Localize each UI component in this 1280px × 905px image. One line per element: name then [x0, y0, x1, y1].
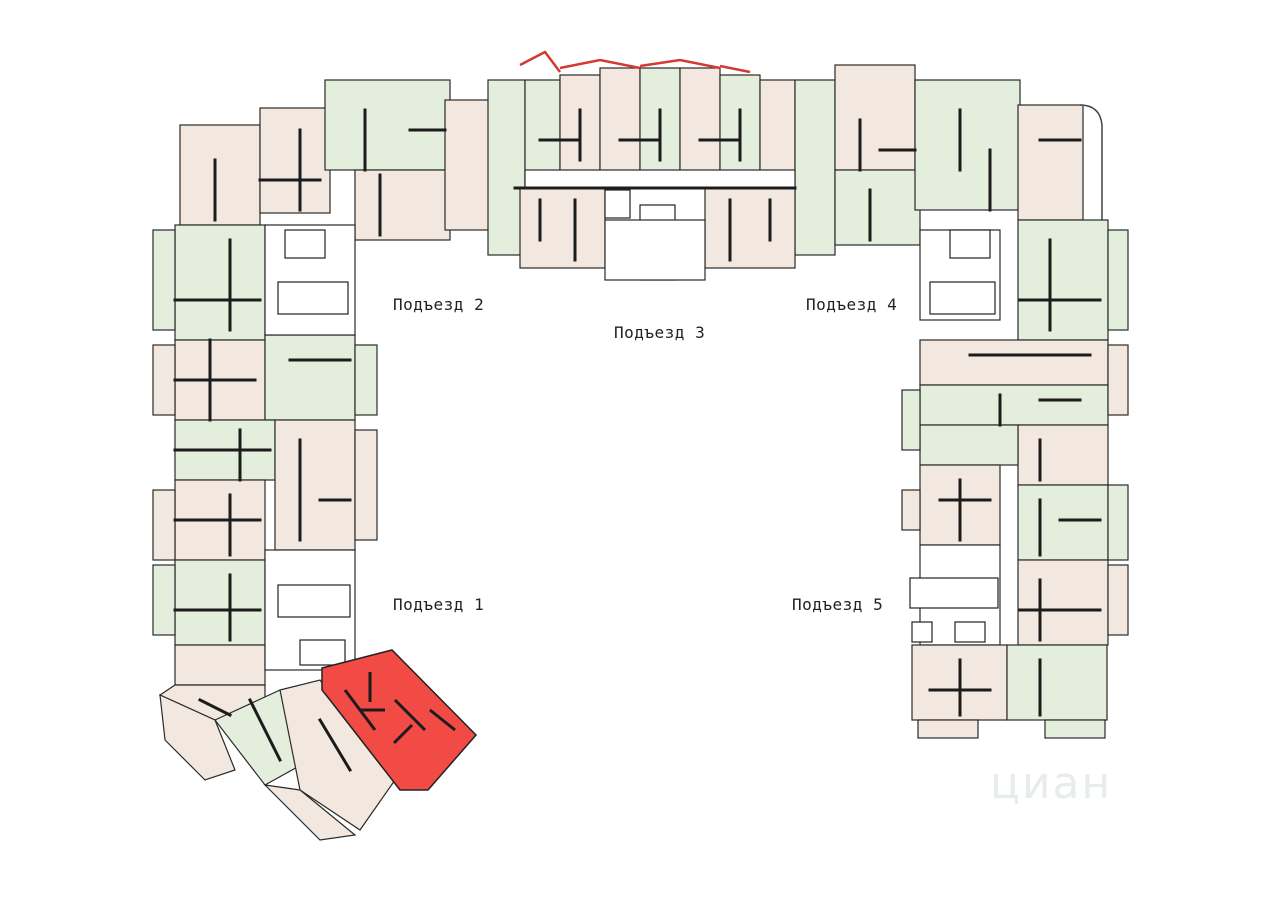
entrance-3-label: Подъезд 3: [614, 323, 706, 342]
apartment[interactable]: [599, 67, 641, 186]
top-right-corner: [834, 64, 1103, 246]
apartment[interactable]: [274, 419, 356, 551]
elevator: [604, 189, 631, 219]
elevator: [954, 621, 986, 643]
entrance-1-label: Подъезд 1: [393, 595, 485, 614]
apartment[interactable]: [679, 67, 721, 186]
entrance-5-label: Подъезд 5: [792, 595, 884, 614]
apartment[interactable]: [259, 107, 331, 214]
staircase: [929, 281, 996, 315]
highlighted-apartment[interactable]: [321, 649, 478, 791]
apartment[interactable]: [264, 334, 356, 421]
apartment[interactable]: [794, 79, 836, 256]
apartment[interactable]: [1017, 559, 1109, 646]
right-wing: [901, 219, 1129, 739]
apartment[interactable]: [174, 644, 266, 686]
apartment[interactable]: [324, 79, 451, 171]
apartment[interactable]: [1017, 104, 1084, 221]
watermark-logo: циан: [990, 758, 1113, 809]
elevator: [299, 639, 346, 666]
entrance-4-label: Подъезд 4: [806, 295, 898, 314]
apartment[interactable]: [487, 79, 526, 256]
highlighted-apartment-shape[interactable]: [321, 649, 478, 791]
top-wing: [487, 50, 836, 281]
apartment[interactable]: [1017, 424, 1109, 486]
apartment[interactable]: [354, 169, 451, 241]
apartment[interactable]: [444, 99, 491, 231]
entrance-2-label: Подъезд 2: [393, 295, 485, 314]
apartment[interactable]: [519, 187, 606, 269]
apartment[interactable]: [1017, 484, 1109, 561]
staircase: [277, 281, 349, 315]
apartment[interactable]: [524, 79, 561, 186]
apartment[interactable]: [1006, 644, 1108, 721]
elevator: [911, 621, 933, 643]
elevator: [284, 229, 326, 259]
staircase: [277, 584, 351, 618]
apartment[interactable]: [179, 124, 261, 226]
apartment[interactable]: [914, 79, 1021, 211]
elevator: [949, 229, 991, 259]
apartment[interactable]: [919, 384, 1109, 426]
apartment[interactable]: [704, 187, 796, 269]
apartment[interactable]: [919, 339, 1109, 386]
apartment[interactable]: [174, 559, 266, 646]
apartment[interactable]: [759, 79, 796, 186]
left-wing: [152, 79, 491, 841]
staircase: [909, 577, 999, 609]
apartment[interactable]: [174, 224, 266, 341]
apartment[interactable]: [919, 424, 1019, 466]
apartment[interactable]: [1017, 219, 1109, 341]
apartment[interactable]: [263, 784, 357, 841]
apartment[interactable]: [159, 694, 236, 781]
apartment[interactable]: [834, 64, 916, 171]
apartment[interactable]: [279, 679, 396, 831]
apartment[interactable]: [834, 169, 921, 246]
